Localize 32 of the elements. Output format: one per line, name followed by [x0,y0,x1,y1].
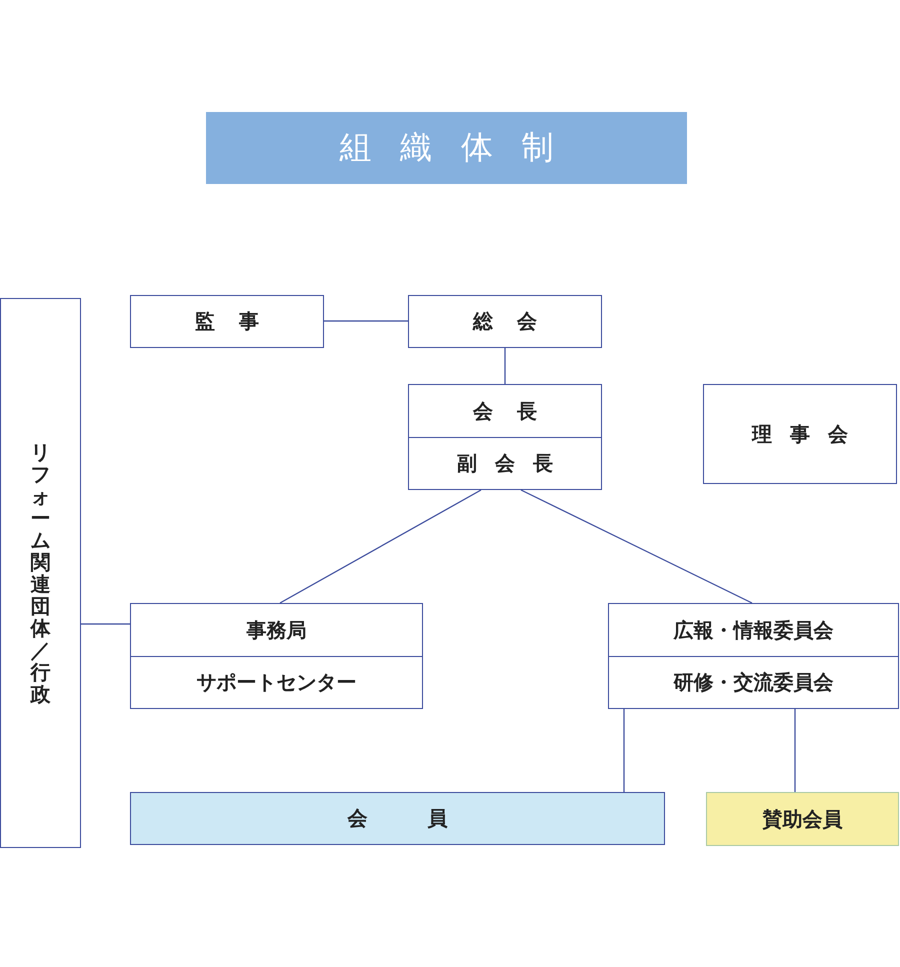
box-label: 研修・交流委員会 [674,669,834,696]
org-box [130,792,665,845]
org-box [130,603,423,657]
connector-line [520,489,752,604]
connector-line [623,709,625,792]
connector-line [324,320,408,322]
org-box [408,437,602,490]
box-label: 事務局 [246,616,306,644]
box-label: リフォーム関連団体／行政 [30,441,50,705]
connector-line [504,348,506,384]
box-label: 理事会 [752,420,866,448]
org-box [608,656,899,709]
org-box [0,298,81,848]
org-box [706,792,899,846]
box-label: 副会長 [457,450,571,477]
org-box [703,384,897,484]
org-box [130,656,423,709]
box-label: 会員 [348,805,508,832]
org-box [608,603,899,657]
org-box [408,295,602,348]
box-label: 広報・情報委員会 [674,616,834,644]
box-label: 監事 [195,308,283,335]
box-label: 会長 [473,398,561,424]
org-box [130,295,324,348]
box-label: 総会 [473,308,561,335]
box-label: 賛助会員 [762,806,842,832]
org-box [408,384,602,438]
connector-line [794,709,796,792]
connector-line [280,489,482,604]
title-banner: 組織体制 [206,112,687,184]
connector-line [81,623,130,625]
box-label: サポートセンター [196,669,356,696]
